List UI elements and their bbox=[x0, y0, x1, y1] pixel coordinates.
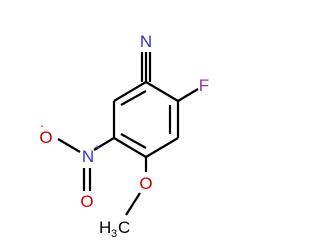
nitrile-nitrogen-label: N bbox=[140, 32, 152, 51]
ring-bond-c1-c2 bbox=[145, 81, 179, 102]
benzene-ring bbox=[112, 81, 180, 158]
nitro-nitrogen-label: N bbox=[82, 147, 94, 166]
methyl-c-label: C bbox=[118, 218, 130, 237]
ether-oxygen-label: O bbox=[139, 174, 152, 193]
ring-double-c1-c6 bbox=[120, 90, 147, 106]
c-f-bond bbox=[177, 88, 199, 102]
ring-bond-c6-c1 bbox=[113, 81, 147, 102]
fluorine-substituent: F bbox=[177, 76, 209, 102]
ring-bond-c3-c4 bbox=[145, 137, 179, 158]
fluorine-label: F bbox=[199, 76, 209, 95]
chemical-structure: N F N + O - O O H 3 C bbox=[39, 32, 209, 240]
c-n-bond bbox=[93, 137, 115, 151]
o-ch3-bond bbox=[125, 192, 141, 216]
ring-bond-c4-c5 bbox=[113, 137, 147, 158]
n-o-minus-bond bbox=[57, 138, 81, 153]
nitro-oxygen-double-label: O bbox=[80, 192, 93, 211]
nitro-nitrogen-charge: + bbox=[94, 143, 100, 154]
methoxy-group: O H 3 C bbox=[99, 157, 153, 240]
methyl-h-label: H bbox=[99, 218, 111, 237]
nitrile-group: N bbox=[140, 32, 152, 82]
methyl-subscript: 3 bbox=[111, 228, 117, 240]
ring-double-c4-c5 bbox=[120, 133, 147, 149]
nitro-oxygen-minus-label: O bbox=[39, 128, 52, 147]
nitro-oxygen-minus-charge: - bbox=[40, 121, 43, 132]
nitro-group: N + O - O bbox=[39, 121, 115, 211]
